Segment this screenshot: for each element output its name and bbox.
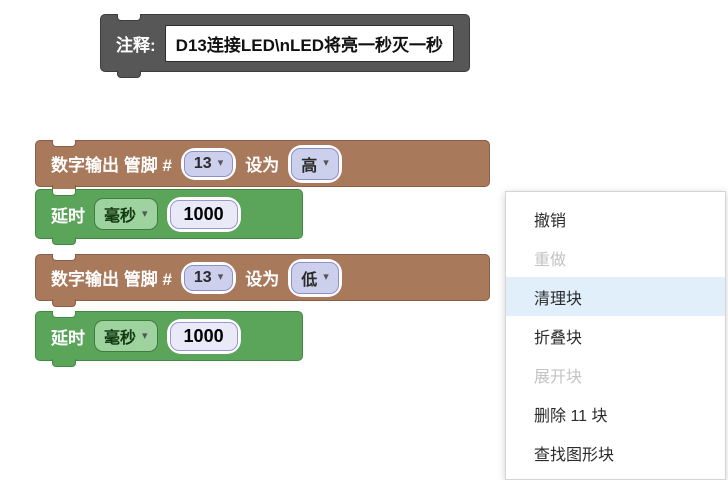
level-dropdown[interactable]: 高 ▾ (291, 147, 339, 180)
comment-block[interactable]: 注释: D13连接LED\nLED将亮一秒灭一秒 (100, 14, 470, 78)
level-dropdown[interactable]: 低 ▾ (291, 261, 339, 294)
menu-item-collapse-blocks[interactable]: 折叠块 (534, 329, 583, 347)
block-label: 延时 (51, 328, 85, 348)
menu-item-expand-blocks: 展开块 (534, 368, 583, 386)
duration-input[interactable]: 1000 (169, 199, 238, 229)
level-socket: 低 ▾ (288, 258, 342, 297)
comment-text-input[interactable]: D13连接LED\nLED将亮一秒灭一秒 (164, 24, 454, 62)
dropdown-arrow-icon: ▾ (142, 207, 148, 220)
pin-socket: 13 ▾ (180, 261, 237, 294)
unit-dropdown[interactable]: 毫秒 ▾ (94, 198, 158, 230)
level-value: 高 (301, 157, 318, 175)
menu-item-undo[interactable]: 撤销 (534, 212, 567, 230)
unit-dropdown[interactable]: 毫秒 ▾ (94, 320, 158, 352)
delay-block-1[interactable]: 延时 毫秒 ▾ 1000 (35, 189, 303, 245)
block-label: 数字输出 管脚 # (51, 156, 172, 175)
block-label: 数字输出 管脚 # (51, 270, 172, 289)
level-socket: 高 ▾ (288, 144, 342, 183)
dropdown-arrow-icon: ▾ (217, 157, 224, 169)
level-value: 低 (301, 271, 318, 289)
duration-input[interactable]: 1000 (169, 321, 238, 351)
digital-write-block-1[interactable]: 数字输出 管脚 # 13 ▾ 设为 高 ▾ (35, 140, 490, 193)
block-label: 设为 (245, 156, 280, 175)
pin-socket: 13 ▾ (180, 147, 237, 180)
pin-dropdown[interactable]: 13 ▾ (183, 264, 234, 291)
menu-item-delete-11-blocks[interactable]: 删除 11 块 (534, 407, 608, 425)
menu-item-redo: 重做 (534, 251, 567, 269)
menu-item-find-blocks[interactable]: 查找图形块 (534, 446, 615, 464)
digital-write-block-2[interactable]: 数字输出 管脚 # 13 ▾ 设为 低 ▾ (35, 254, 490, 307)
comment-label: 注释: (116, 35, 156, 55)
pin-dropdown[interactable]: 13 ▾ (183, 150, 234, 177)
dropdown-arrow-icon: ▾ (323, 157, 329, 169)
block-label: 延时 (51, 206, 85, 226)
dropdown-arrow-icon: ▾ (217, 271, 224, 283)
dropdown-arrow-icon: ▾ (142, 329, 148, 342)
unit-value: 毫秒 (104, 330, 137, 347)
menu-item-clean-up-blocks[interactable]: 清理块 (506, 277, 725, 316)
duration-socket: 1000 (166, 196, 241, 232)
pin-value: 13 (193, 154, 212, 172)
delay-block-2[interactable]: 延时 毫秒 ▾ 1000 (35, 311, 303, 367)
duration-socket: 1000 (166, 318, 241, 354)
unit-value: 毫秒 (104, 208, 137, 225)
context-menu: 撤销 重做 清理块 折叠块 展开块 删除 11 块 查找图形块 (505, 191, 726, 480)
block-label: 设为 (245, 270, 280, 289)
dropdown-arrow-icon: ▾ (323, 271, 329, 283)
pin-value: 13 (193, 268, 212, 286)
